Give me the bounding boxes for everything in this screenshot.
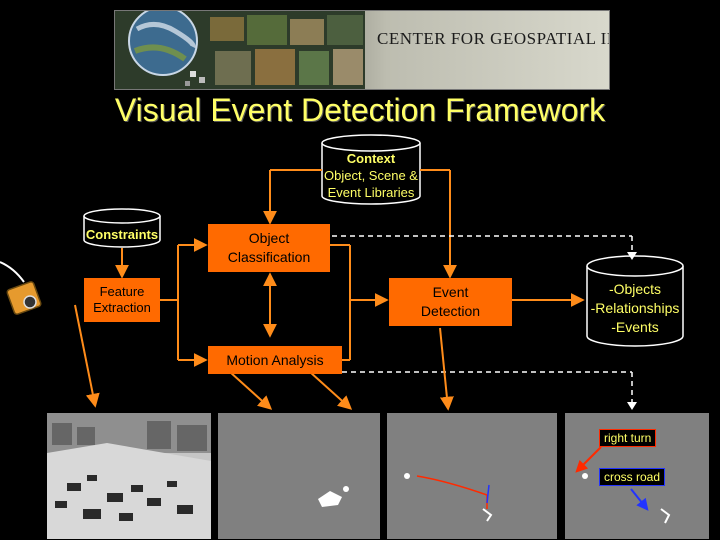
motion-frame-panel: [217, 412, 381, 540]
context-library-cylinder: [321, 134, 421, 205]
street-scene-image: [47, 413, 211, 539]
context-label: Context Object, Scene & Event Libraries: [318, 150, 424, 201]
feature-extraction-line-2: Extraction: [93, 300, 151, 315]
constraints-cylinder: [83, 208, 161, 248]
banner-title: CENTER FOR GEOSPATIAL INTELLIGENCE: [377, 29, 609, 48]
cross-road-tag: cross road: [599, 468, 666, 486]
outputs-relationships: -Relationships: [590, 300, 680, 316]
satellite-imagery-collage: [115, 11, 365, 89]
outputs-objects: -Objects: [608, 281, 662, 297]
object-classification-box: Object Classification: [208, 224, 330, 272]
trajectory-image: [404, 473, 493, 522]
camera-icon: [0, 261, 42, 315]
event-detection-box: Event Detection: [389, 278, 512, 326]
trajectory-panel: [386, 412, 558, 540]
slide-title: Visual Event Detection Framework: [114, 92, 606, 128]
header-banner: CENTER FOR GEOSPATIAL INTELLIGENCE: [114, 10, 610, 90]
object-classification-line-2: Classification: [227, 249, 311, 265]
event-annotation-panel: right turn cross road: [564, 412, 710, 540]
outputs-events: -Events: [611, 319, 659, 335]
event-annotation-image: [575, 446, 671, 524]
motion-blob-image: [318, 486, 349, 507]
aerial-video-frame: [46, 412, 212, 540]
feature-extraction-box: Feature Extraction: [84, 278, 160, 322]
context-line-2: Event Libraries: [327, 185, 415, 200]
constraints-label: Constraints: [85, 227, 159, 242]
outputs-label: -Objects -Relationships -Events: [583, 280, 687, 337]
event-detection-line-2: Detection: [420, 303, 481, 319]
right-turn-tag: right turn: [599, 429, 657, 447]
context-line-1: Object, Scene &: [324, 168, 418, 183]
feature-extraction-line-1: Feature: [99, 284, 145, 299]
object-classification-line-1: Object: [248, 230, 290, 246]
output-cylinder: [586, 255, 684, 347]
context-title: Context: [346, 151, 396, 166]
event-detection-line-1: Event: [432, 284, 469, 300]
motion-analysis-box: Motion Analysis: [208, 346, 342, 374]
